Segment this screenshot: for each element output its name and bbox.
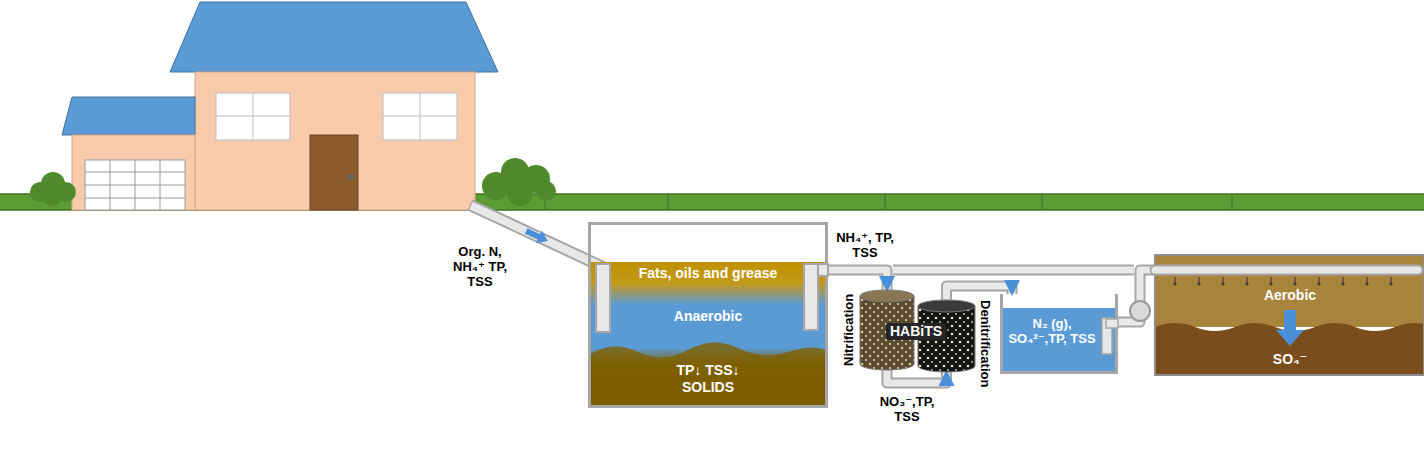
- bush: [30, 158, 556, 206]
- denitrification-cylinder-shape: [918, 300, 975, 312]
- drain-field-shape: [1269, 283, 1273, 286]
- drain-field-shape: [1341, 283, 1345, 286]
- drain-field-shape: [1389, 283, 1393, 286]
- stage-label: Denitrification: [978, 300, 993, 387]
- pipe: [1118, 270, 1155, 322]
- pump-tank-shape: [1003, 308, 1115, 371]
- drain-field-shape: [1199, 277, 1200, 284]
- drain-field-shape: [1245, 283, 1249, 286]
- node-text: SO₄⁻: [1205, 351, 1375, 368]
- drain-field-shape: [1221, 283, 1225, 286]
- drain-field-shape: [1223, 277, 1224, 284]
- drain-field-shape: [1295, 277, 1296, 284]
- pipe-inner: [828, 270, 887, 290]
- pipe-connector: [828, 270, 887, 290]
- garage-door: [85, 172, 185, 173]
- drain-field-shape: [1284, 310, 1296, 330]
- system-name: HABiTS: [886, 323, 946, 340]
- drain-field-shape: [1365, 283, 1369, 286]
- septic-tank: Fats, oils and greaseAnaerobicTP↓ TSS↓ S…: [588, 222, 828, 408]
- house: [195, 72, 475, 210]
- ground: [1232, 194, 1233, 210]
- pump-tank: N₂ (g), SO₄²⁻,TP, TSS: [1000, 294, 1118, 374]
- septic-tank-shape: [596, 264, 610, 332]
- node-text: Aerobic: [1205, 287, 1375, 304]
- window: [383, 116, 457, 117]
- drain-field-shape: [1276, 330, 1304, 346]
- garage-door: [85, 160, 185, 210]
- door-knob: [348, 174, 354, 180]
- ground: [1042, 194, 1043, 210]
- garage-door: [85, 198, 185, 199]
- house: [62, 2, 498, 210]
- drain-field-shape: [1197, 283, 1201, 286]
- node-text: TP↓ TSS↓ SOLIDS: [660, 362, 756, 396]
- flow-label: NH₄⁺, TP, TSS: [833, 230, 897, 260]
- bush: [42, 186, 62, 206]
- pipe: [893, 265, 1134, 276]
- ground: [885, 194, 886, 210]
- house: [72, 135, 195, 210]
- house: [170, 2, 498, 72]
- flow-arrow: [1118, 270, 1155, 322]
- pipe-connector: [1118, 270, 1155, 322]
- pipe: [828, 270, 887, 290]
- drain-field-shape: [1343, 277, 1344, 284]
- flow-arrow: [523, 225, 551, 248]
- ground: [668, 194, 669, 210]
- flow-label: Org. N, NH₄⁺ TP, TSS: [448, 244, 512, 289]
- drain-field-shape: [1155, 267, 1418, 274]
- drain-field-shape: [1155, 255, 1424, 375]
- garage-door: [85, 185, 185, 186]
- drain-field: AerobicSO₄⁻: [1155, 255, 1424, 375]
- window: [383, 93, 457, 140]
- flow-label: NO₃⁻,TP, TSS: [870, 394, 944, 424]
- pump: [1130, 301, 1150, 321]
- pipe-inner: [1118, 270, 1155, 322]
- septic-tank-shape: [804, 264, 818, 330]
- pump-tank-shape: [1002, 294, 1117, 373]
- window: [216, 93, 290, 140]
- septic-tank-shape: [590, 224, 827, 407]
- garage-door: [85, 160, 185, 210]
- drain-field-shape: [1155, 265, 1418, 276]
- drain-field-shape: [1367, 277, 1368, 284]
- drain-field-shape: [1391, 277, 1392, 284]
- drain-field-shape: [1293, 283, 1297, 286]
- stage-label: Nitrification: [841, 294, 856, 366]
- pump: [1130, 301, 1150, 321]
- pipe: [893, 270, 1134, 271]
- drain-field-shape: [1247, 277, 1248, 284]
- node-text: Anaerobic: [608, 308, 808, 325]
- bush: [507, 180, 533, 206]
- drain-field-shape: [1319, 277, 1320, 284]
- node-text: Fats, oils and grease: [608, 265, 808, 282]
- pipe: [893, 267, 1134, 274]
- pump-tank-shape: [1106, 319, 1118, 328]
- drain-field-shape: [1155, 323, 1424, 375]
- nitrification-cylinder-shape: [860, 290, 914, 302]
- window: [216, 116, 290, 117]
- septic-tank-shape: [591, 342, 825, 405]
- node-text: N₂ (g), SO₄²⁻,TP, TSS: [1004, 316, 1100, 346]
- drain-field-shape: [1173, 283, 1177, 286]
- bush: [536, 181, 556, 201]
- door: [310, 135, 358, 210]
- drain-field-shape: [1317, 283, 1321, 286]
- window: [216, 93, 457, 140]
- drain-field-shape: [1175, 277, 1176, 284]
- drain-field-shape: [1271, 277, 1272, 284]
- septic-tank-shape: [591, 262, 825, 405]
- house: [62, 97, 195, 135]
- flow-arrow: [828, 270, 887, 290]
